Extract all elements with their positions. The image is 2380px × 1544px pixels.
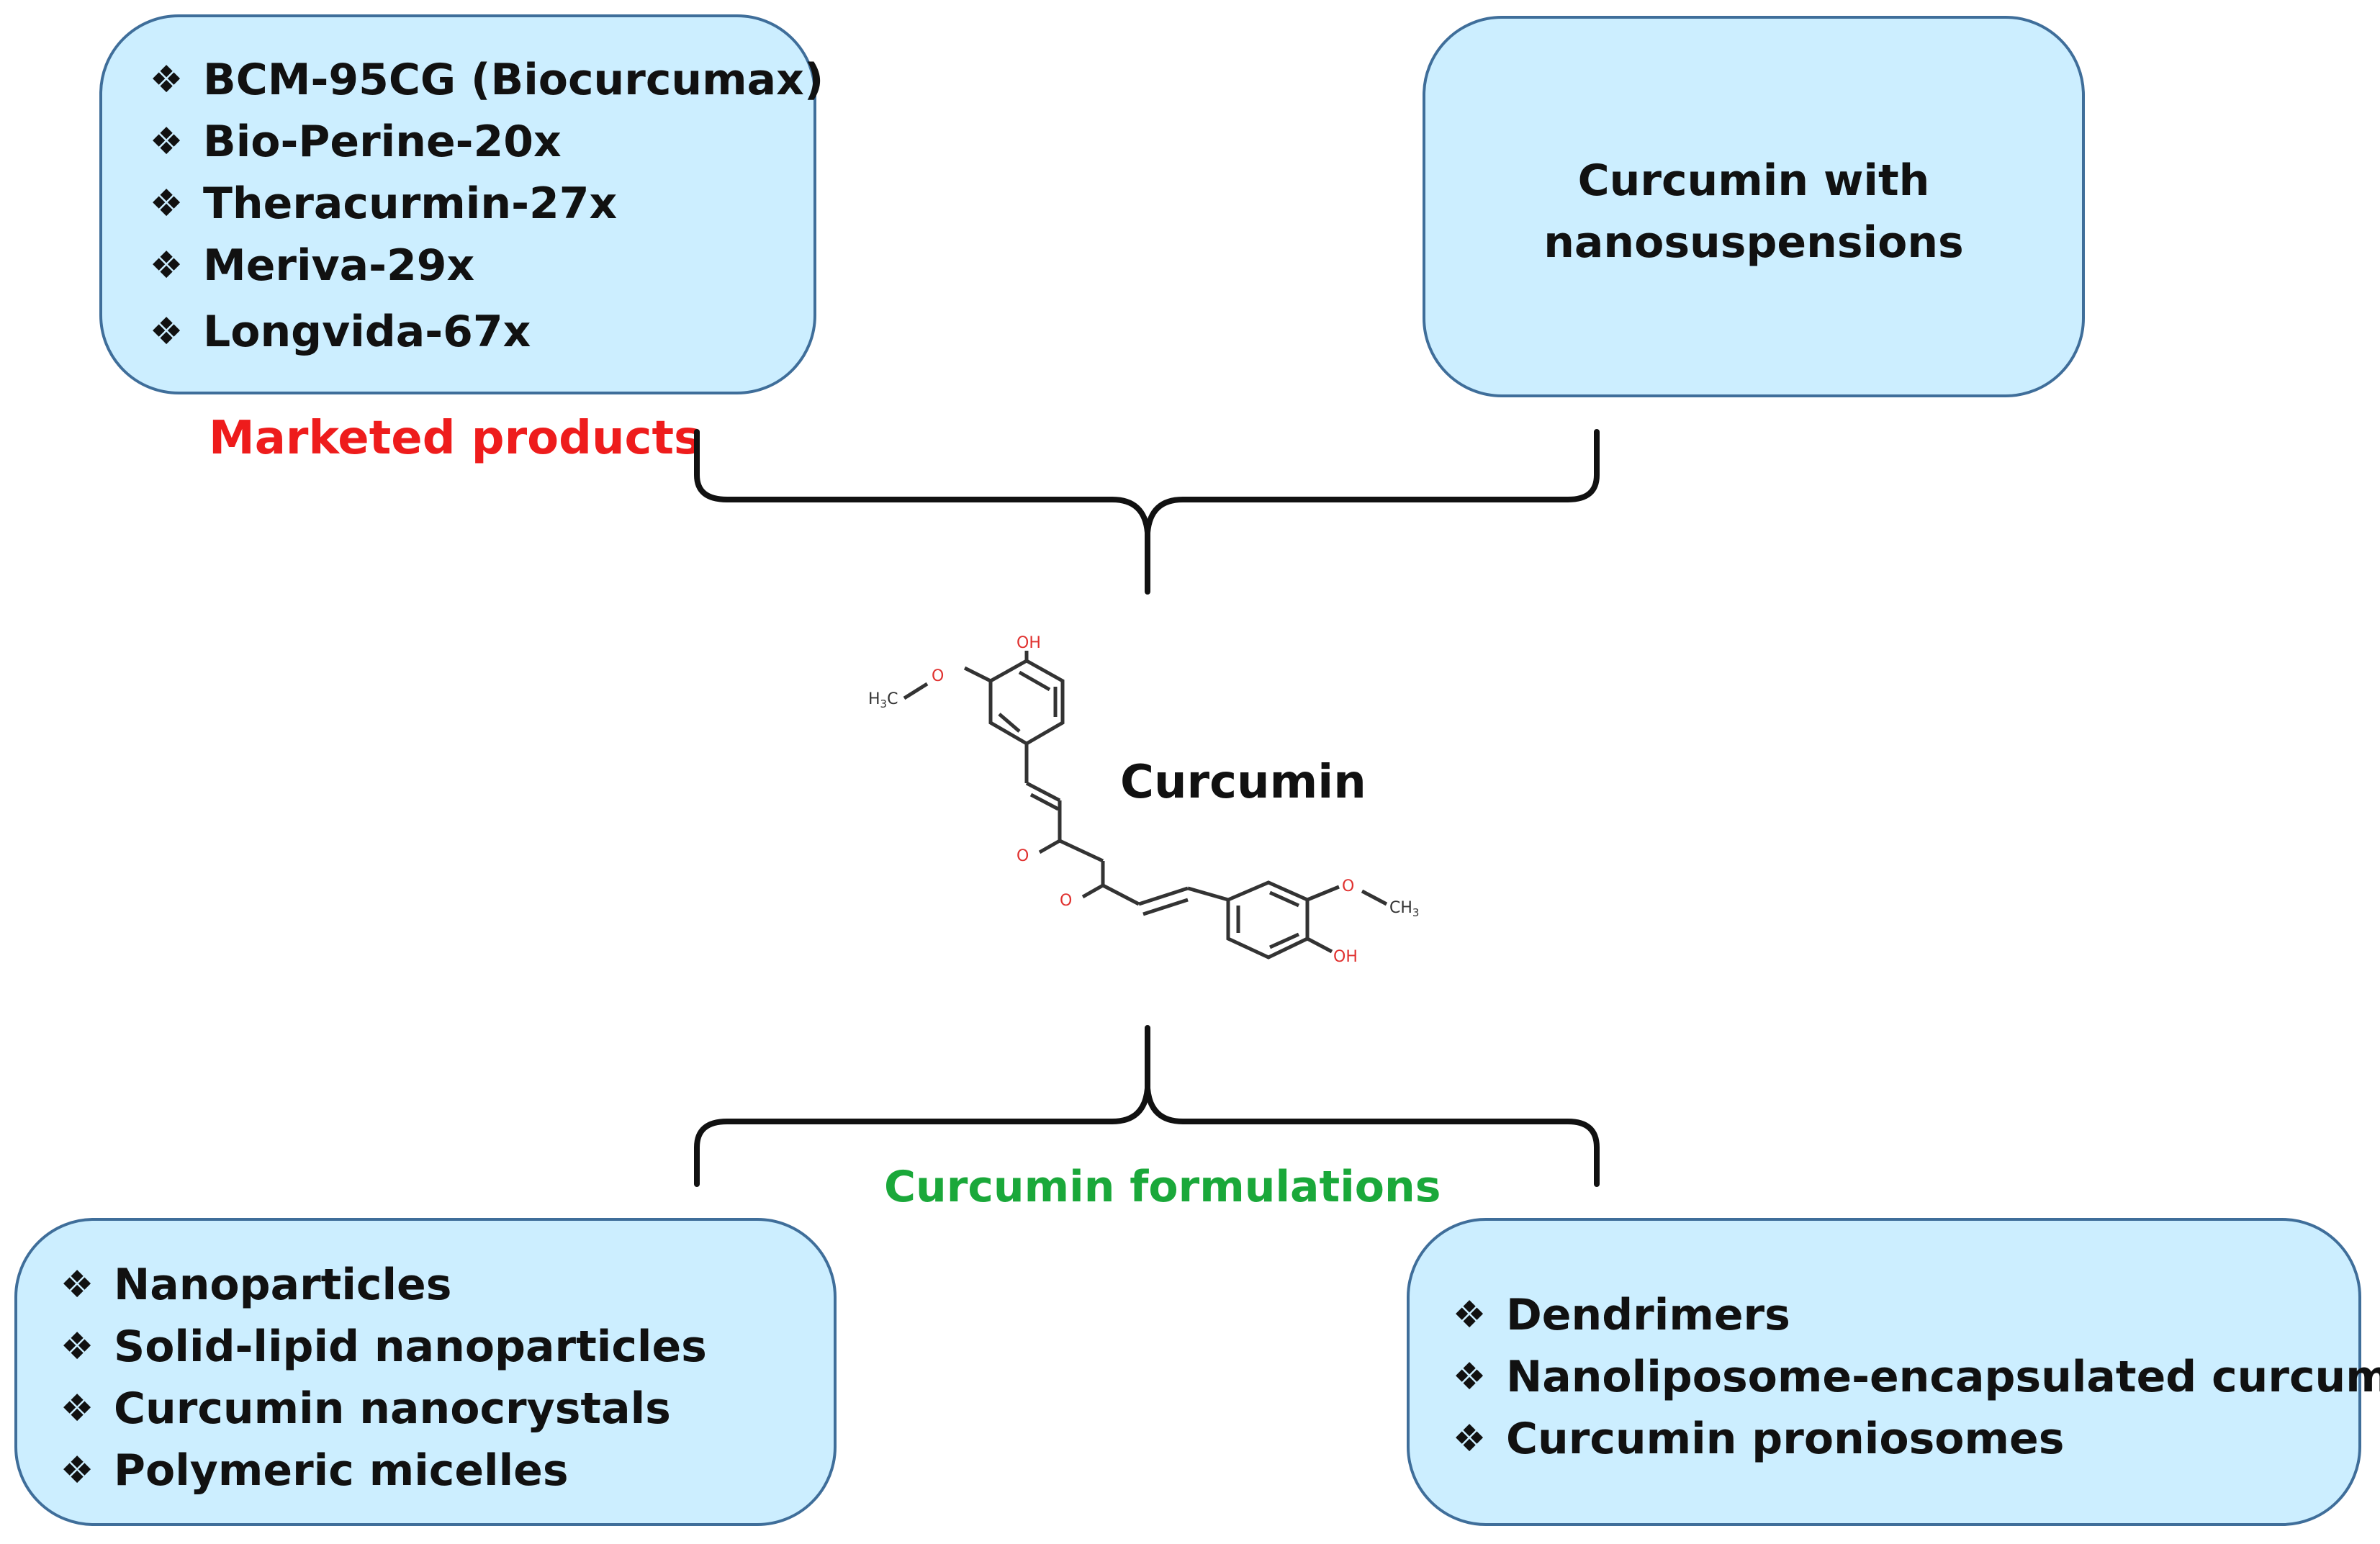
- list-item-label: Solid-lipid nanoparticles: [114, 1322, 707, 1372]
- list-item: ❖ Curcumin proniosomes: [1447, 1408, 2380, 1470]
- bullet-icon: ❖: [60, 1263, 94, 1306]
- list-item-label: Dendrimers: [1506, 1290, 1790, 1340]
- list-item: ❖ BCM-95CG (Biocurcumax): [144, 49, 824, 111]
- list-item: ❖ Nanoliposome-encapsulated curcumin: [1447, 1346, 2380, 1408]
- bullet-icon: ❖: [1452, 1294, 1487, 1337]
- nanosuspension-text: Curcumin with nanosuspensions: [1425, 150, 2082, 274]
- ch3-right-label: CH3: [1389, 899, 1419, 919]
- bullet-icon: ❖: [149, 244, 184, 287]
- formulations-box-left: ❖ Nanoparticles ❖ Solid-lipid nanoparticle…: [14, 1218, 837, 1526]
- carbonyl-o-1-label: O: [1017, 847, 1029, 865]
- nanosuspension-box: Curcumin with nanosuspensions: [1423, 16, 2085, 397]
- methoxy-o-right-label: O: [1342, 877, 1354, 895]
- bullet-icon: ❖: [60, 1325, 94, 1368]
- bullet-icon: ❖: [149, 58, 184, 101]
- bullet-icon: ❖: [1452, 1355, 1487, 1399]
- curcumin-structure: [903, 651, 1388, 960]
- curcumin-label: Curcumin: [1120, 756, 1366, 809]
- nanosuspension-line: Curcumin with: [1577, 155, 1930, 206]
- oh-bottom-label: OH: [1333, 948, 1358, 966]
- list-item: ❖ Nanoparticles: [55, 1254, 707, 1316]
- list-item: ❖ Solid-lipid nanoparticles: [55, 1316, 707, 1378]
- list-item: ❖ Dendrimers: [1447, 1284, 2380, 1346]
- marketed-products-list: ❖BCM-95CG (Biocurcumax) ❖Bio-Perine-20x …: [144, 49, 824, 367]
- list-item-label: Nanoparticles: [114, 1260, 452, 1310]
- bullet-icon: ❖: [1452, 1417, 1487, 1461]
- bullet-icon: ❖: [149, 310, 184, 353]
- marketed-products-box: ❖BCM-95CG (Biocurcumax) ❖Bio-Perine-20x …: [99, 14, 824, 394]
- list-item-label: BCM-95CG (Biocurcumax): [203, 55, 824, 105]
- list-item: ❖ Polymeric micelles: [55, 1440, 707, 1502]
- bullet-icon: ❖: [60, 1387, 94, 1430]
- formulations-list-left: ❖ Nanoparticles ❖ Solid-lipid nanoparticle…: [55, 1254, 707, 1502]
- ch3-left-label: H3C: [868, 690, 898, 710]
- list-item-label: Polymeric micelles: [114, 1445, 569, 1496]
- bullet-icon: ❖: [149, 182, 184, 225]
- methoxy-o-left-label: O: [932, 667, 944, 685]
- bullet-icon: ❖: [149, 120, 184, 163]
- formulations-label: Curcumin formulations: [884, 1162, 1441, 1212]
- bullet-icon: ❖: [60, 1449, 94, 1492]
- list-item-label: Curcumin nanocrystals: [114, 1383, 671, 1434]
- list-item-label: Curcumin proniosomes: [1506, 1414, 2065, 1464]
- left-benzene-ring: [988, 659, 1065, 746]
- atom-labels: OH O H3C O O O CH3 OH: [868, 634, 1419, 966]
- bottom-brace: [694, 1025, 1600, 1187]
- top-brace: [694, 429, 1600, 595]
- list-item-label: Meriva-29x: [203, 240, 475, 291]
- list-item: ❖ Theracurmin-27x: [144, 173, 824, 235]
- formulations-box-right: ❖ Dendrimers ❖ Nanoliposome-encapsulated c…: [1407, 1218, 2380, 1526]
- list-item: ❖ Bio-Perine-20x: [144, 111, 824, 173]
- list-item: ❖ Longvida-67x: [144, 297, 824, 367]
- list-item-label: Theracurmin-27x: [203, 179, 618, 229]
- list-item: ❖ Curcumin nanocrystals: [55, 1378, 707, 1440]
- list-item-label: Longvida-67x: [203, 307, 531, 357]
- list-item-label: Bio-Perine-20x: [203, 117, 562, 167]
- nanosuspension-line: nanosuspensions: [1543, 217, 1964, 268]
- oh-top-label: OH: [1017, 634, 1041, 652]
- marketed-products-label: Marketed products: [209, 412, 702, 465]
- carbonyl-o-2-label: O: [1060, 892, 1072, 910]
- list-item: ❖ Meriva-29x: [144, 235, 824, 297]
- list-item-label: Nanoliposome-encapsulated curcumin: [1506, 1352, 2380, 1402]
- formulations-list-right: ❖ Dendrimers ❖ Nanoliposome-encapsulated c…: [1447, 1284, 2380, 1470]
